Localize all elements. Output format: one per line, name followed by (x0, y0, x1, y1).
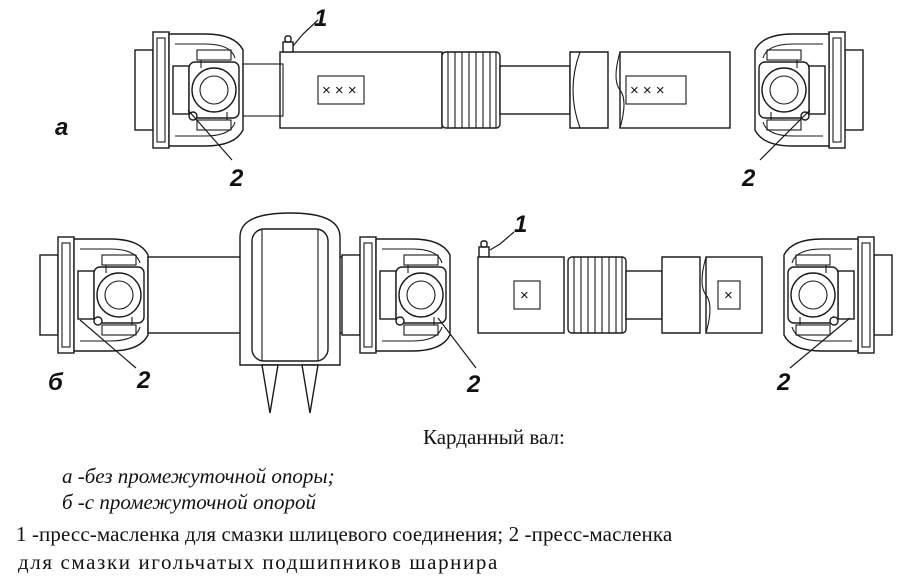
callout-b-2-middle: 2 (466, 371, 481, 398)
callout-a-2-right: 2 (741, 165, 756, 192)
shaft-variant-b (39, 212, 893, 414)
variant-b-label: б (48, 369, 64, 396)
callout-b-2-left: 2 (136, 367, 151, 394)
caption-item-a: а -без промежуточной опоры; (62, 464, 335, 488)
shaft-b-marking-right: × (724, 287, 733, 304)
leader-b-2-left (79, 319, 137, 369)
shaft-a-marking-right: × × × (630, 82, 665, 99)
caption-legend-line-2: для смазки игольчатых подшипников шарнир… (18, 550, 499, 574)
leader-a-1 (292, 19, 319, 47)
leader-b-2-right (789, 317, 851, 369)
callout-a-2-left: 2 (229, 165, 244, 192)
caption-title: Карданный вал: (423, 425, 565, 449)
leader-b-2-middle (437, 317, 477, 369)
caption-legend-line-1: 1 -пресс-масленка для смазки шлицевого с… (16, 522, 673, 546)
shaft-a-marking-left: × × × (322, 82, 357, 99)
leader-b-1 (489, 231, 515, 251)
leader-a-2-left (187, 109, 233, 161)
shaft-variant-a (134, 31, 864, 149)
shaft-b-marking-left: × (520, 287, 529, 304)
callout-b-1: 1 (514, 211, 527, 238)
caption-item-b: б -с промежуточной опорой (62, 490, 316, 514)
variant-a-label: а (55, 114, 68, 141)
leader-a-2-right (759, 109, 811, 161)
callout-b-2-right: 2 (776, 369, 791, 396)
callout-a-1: 1 (314, 5, 327, 32)
